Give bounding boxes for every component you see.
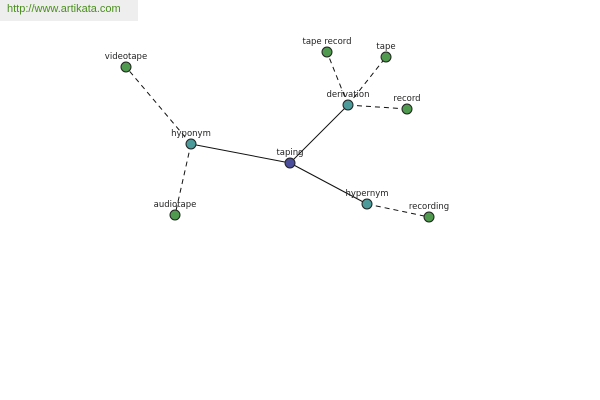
site-url-link[interactable]: http://www.artikata.com (7, 3, 121, 15)
edge-hyponym-audiotape (174, 143, 192, 216)
node-label-derivation[interactable]: derivation (326, 90, 369, 100)
node-label-recording[interactable]: recording (409, 202, 449, 212)
node-label-hypernym[interactable]: hypernym (345, 189, 388, 199)
labels-layer: taping hyponym derivation hypernym videotape… (105, 37, 449, 212)
url-banner: http://www.artikata.com (0, 0, 138, 21)
edge-derivation-record (347, 104, 408, 110)
node-videotape[interactable] (120, 61, 132, 73)
node-recording[interactable] (423, 211, 435, 223)
node-label-tape-record[interactable]: tape record (302, 37, 351, 47)
node-label-tape[interactable]: tape (376, 42, 395, 52)
edge-derivation-tape (347, 56, 387, 106)
node-audiotape[interactable] (169, 209, 181, 221)
node-tape[interactable] (380, 51, 392, 63)
node-derivation[interactable] (342, 99, 354, 111)
node-label-record[interactable]: record (393, 94, 420, 104)
edge-taping-hypernym (289, 162, 368, 205)
edge-taping-hyponym (190, 143, 291, 164)
node-label-videotape[interactable]: videotape (105, 52, 147, 62)
node-record[interactable] (401, 103, 413, 115)
node-label-hyponym[interactable]: hyponym (171, 129, 211, 139)
node-label-audiotape[interactable]: audiotape (154, 200, 197, 210)
node-tape-record[interactable] (321, 46, 333, 58)
node-hyponym[interactable] (185, 138, 197, 150)
nodes-layer (120, 46, 435, 223)
edge-derivation-tape-record (326, 51, 349, 106)
edge-taping-derivation (289, 104, 349, 164)
edge-hypernym-recording (366, 203, 430, 218)
node-hypernym[interactable] (361, 198, 373, 210)
node-taping[interactable] (284, 157, 296, 169)
edge-hyponym-videotape (125, 66, 192, 145)
edges-layer (125, 51, 430, 218)
node-label-taping[interactable]: taping (276, 148, 303, 158)
